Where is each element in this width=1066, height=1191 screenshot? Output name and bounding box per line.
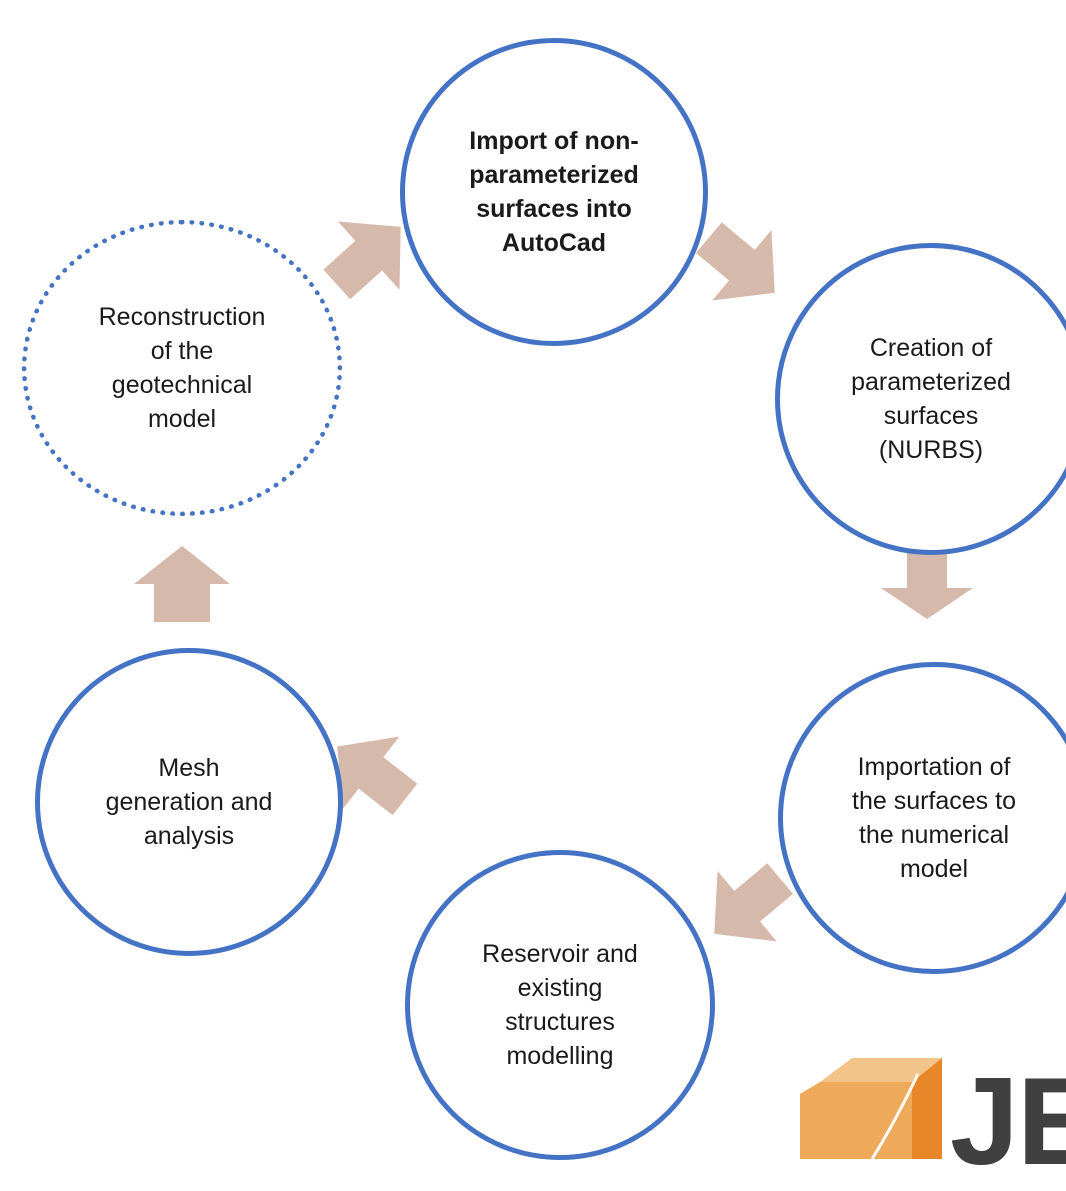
arrow-creation-to-importation bbox=[881, 545, 973, 619]
step-mesh-label: Mesh generation and analysis bbox=[105, 754, 273, 850]
arrow-import-to-creation-shape bbox=[696, 222, 775, 301]
arrow-mesh-to-reconstruction-shape bbox=[134, 546, 230, 622]
step-import-label: Import of non- parameterized surfaces in… bbox=[469, 127, 639, 257]
step-importation-label: Importation of the surfaces to the numer… bbox=[852, 753, 1016, 883]
step-mesh-node: Mesh generation and analysis bbox=[35, 648, 343, 956]
step-reservoir-label: Reservoir and existing structures modell… bbox=[482, 940, 638, 1070]
step-reconstruction-node: Reconstruction of the geotechnical model bbox=[22, 220, 342, 516]
cube-logo-icon bbox=[800, 1058, 942, 1159]
step-reconstruction-label: Reconstruction of the geotechnical model bbox=[98, 303, 266, 433]
logo-cube-curve bbox=[870, 1073, 920, 1159]
step-creation-node: Creation of parameterized surfaces (NURB… bbox=[775, 243, 1066, 555]
step-reservoir-node: Reservoir and existing structures modell… bbox=[405, 850, 715, 1160]
arrow-mesh-to-reconstruction bbox=[134, 546, 230, 622]
logo-cube-top bbox=[820, 1058, 942, 1082]
process-cycle-diagram: Import of non- parameterized surfaces in… bbox=[22, 38, 1066, 1184]
arrow-reservoir-to-mesh bbox=[337, 736, 418, 816]
arrow-creation-to-importation-shape bbox=[881, 545, 973, 619]
arrow-reconstruction-to-import-shape bbox=[323, 221, 401, 300]
logo-text: JE bbox=[950, 1053, 1066, 1191]
logo-cube-side bbox=[912, 1058, 942, 1159]
arrow-importation-to-reservoir-shape bbox=[714, 863, 793, 942]
arrow-reconstruction-to-import bbox=[323, 221, 401, 300]
arrow-import-to-creation bbox=[696, 222, 775, 301]
flow-arrows bbox=[134, 221, 973, 942]
step-importation-node: Importation of the surfaces to the numer… bbox=[778, 662, 1066, 974]
arrow-reservoir-to-mesh-shape bbox=[337, 736, 418, 816]
step-creation-label: Creation of parameterized surfaces (NURB… bbox=[851, 334, 1011, 464]
arrow-importation-to-reservoir bbox=[714, 863, 793, 942]
step-import-node: Import of non- parameterized surfaces in… bbox=[400, 38, 708, 346]
